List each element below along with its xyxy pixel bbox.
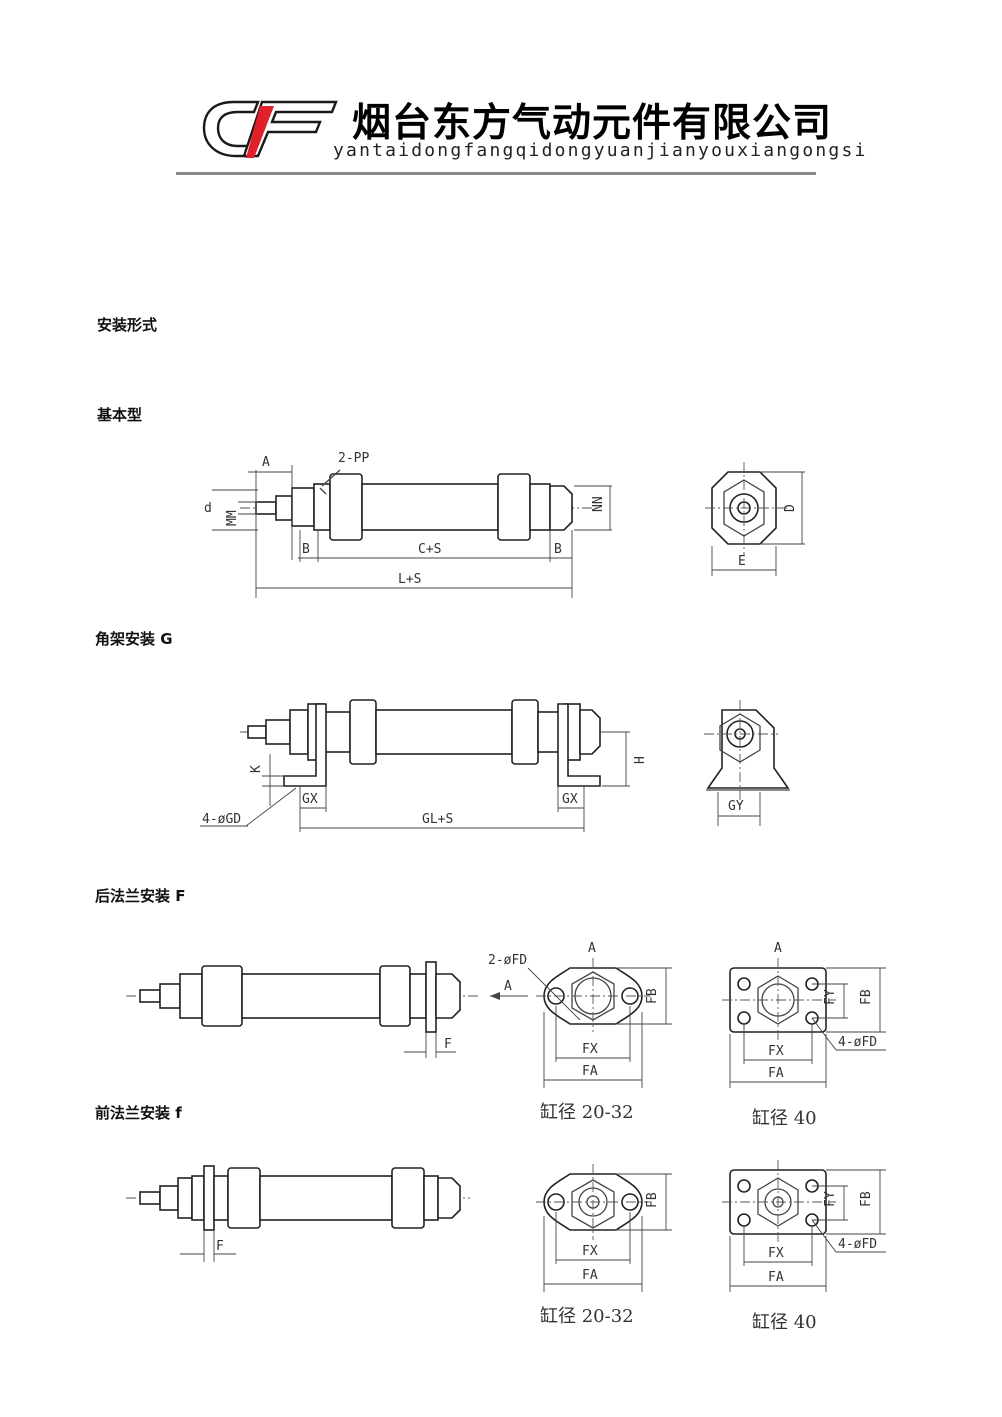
dim-label-gd: 4-øGD bbox=[202, 812, 241, 827]
caption-bore-20-32: 缸径 20-32 bbox=[540, 1101, 634, 1123]
dim-label-fx1: FX bbox=[582, 1042, 598, 1057]
dim-label-gls: GL+S bbox=[422, 812, 453, 827]
dim-label-a-top2: A bbox=[774, 941, 782, 956]
heading-mounting-types: 安装形式 bbox=[97, 316, 158, 334]
caption-bore-20-32-front: 缸径 20-32 bbox=[540, 1305, 634, 1327]
company-name-cn: 烟台东方气动元件有限公司 bbox=[352, 101, 833, 146]
dim-label-mm: MM bbox=[225, 510, 240, 526]
dim-label-nn: NN bbox=[591, 496, 606, 512]
company-name-pinyin: yantaidongfangqidongyuanjianyouxiangongs… bbox=[333, 140, 868, 161]
dim-label-f-front: F bbox=[216, 1239, 224, 1254]
dim-label-gx1: GX bbox=[302, 792, 318, 807]
header-divider bbox=[176, 172, 816, 175]
dim-label-fb1: FB bbox=[645, 988, 660, 1004]
dim-label-fa1-front: FA bbox=[582, 1268, 598, 1283]
dim-label-fb1-front: FB bbox=[645, 1192, 660, 1208]
dim-label-k: K bbox=[249, 765, 264, 773]
dim-label-fx2: FX bbox=[768, 1044, 784, 1059]
dim-label-fd4: 4-øFD bbox=[838, 1035, 877, 1050]
dim-label-pp: 2-PP bbox=[338, 451, 369, 466]
dim-label-gy: GY bbox=[728, 799, 744, 814]
dim-label-fy2: FY bbox=[823, 989, 838, 1005]
dim-label-cs: C+S bbox=[418, 542, 441, 557]
dim-label-fb2: FB bbox=[859, 989, 874, 1005]
heading-front-flange: 前法兰安装 f bbox=[95, 1104, 182, 1122]
dim-label-fx2-front: FX bbox=[768, 1246, 784, 1261]
dim-label-fd2: 2-øFD bbox=[488, 953, 527, 968]
dim-label-b2: B bbox=[554, 542, 562, 557]
heading-foot-mount: 角架安装 G bbox=[95, 630, 173, 648]
dim-label-b1: B bbox=[302, 542, 310, 557]
heading-rear-flange: 后法兰安装 F bbox=[95, 887, 186, 905]
company-logo bbox=[202, 100, 338, 158]
dim-label-fd4-front: 4-øFD bbox=[838, 1237, 877, 1252]
dim-label-a-arrow: A bbox=[504, 979, 512, 994]
dim-label-fx1-front: FX bbox=[582, 1244, 598, 1259]
heading-basic-type: 基本型 bbox=[97, 406, 143, 424]
dim-label-h: H bbox=[633, 756, 648, 764]
dim-label-a-top1: A bbox=[588, 941, 596, 956]
dim-label-d-big: D bbox=[783, 504, 798, 512]
dim-label-ls: L+S bbox=[398, 572, 421, 587]
dim-label-d: d bbox=[204, 501, 212, 516]
dim-label-fb2-front: FB bbox=[859, 1191, 874, 1207]
caption-bore-40: 缸径 40 bbox=[752, 1107, 817, 1129]
dim-label-fy2-front: FY bbox=[823, 1191, 838, 1207]
dim-label-fa1: FA bbox=[582, 1064, 598, 1079]
dim-label-fa2-front: FA bbox=[768, 1270, 784, 1285]
dim-label-e: E bbox=[738, 554, 746, 569]
dim-label-fa2: FA bbox=[768, 1066, 784, 1081]
dim-label-f-rear: F bbox=[444, 1037, 452, 1052]
dim-label-gx2: GX bbox=[562, 792, 578, 807]
caption-bore-40-front: 缸径 40 bbox=[752, 1311, 817, 1333]
dim-label-a: A bbox=[262, 455, 270, 470]
